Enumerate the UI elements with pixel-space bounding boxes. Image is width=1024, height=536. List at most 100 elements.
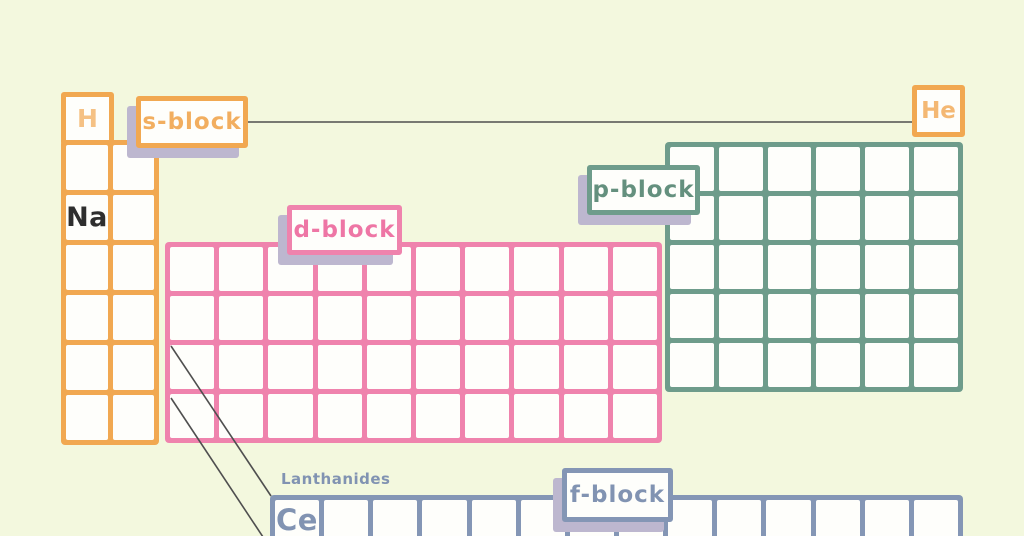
element-cell — [514, 247, 559, 291]
element-cell — [563, 296, 608, 340]
element-cell — [112, 145, 154, 190]
element-cell — [718, 147, 763, 191]
element-cell — [219, 296, 264, 340]
element-cell — [718, 196, 763, 240]
element-cell — [914, 343, 958, 387]
element-cell — [865, 245, 910, 289]
element-cell — [816, 147, 861, 191]
element-cell — [767, 343, 812, 387]
element-cell — [219, 247, 264, 291]
s-block-label: s-block — [136, 96, 248, 148]
element-cell — [563, 247, 608, 291]
f-block-label: f-block — [562, 468, 673, 522]
element-cell — [66, 395, 108, 440]
element-cell — [865, 343, 910, 387]
element-cell — [767, 147, 812, 191]
element-cell — [373, 500, 418, 536]
element-cell — [465, 345, 510, 389]
element-cell — [864, 500, 909, 536]
element-cell — [170, 247, 215, 291]
element-cell — [170, 296, 215, 340]
p-block-grid — [665, 142, 963, 392]
element-cell — [914, 245, 958, 289]
element-cell — [816, 245, 861, 289]
element-cell-hydrogen: H — [61, 92, 114, 145]
element-cell — [670, 245, 714, 289]
element-cell — [718, 343, 763, 387]
element-cell — [865, 294, 910, 338]
element-cell — [612, 345, 657, 389]
element-cell — [471, 500, 516, 536]
element-cell — [865, 147, 910, 191]
element-cell — [366, 296, 411, 340]
element-cell — [112, 195, 154, 240]
element-cell — [324, 500, 369, 536]
element-cell — [66, 145, 108, 190]
d-block-label: d-block — [287, 205, 402, 255]
element-cell — [416, 345, 461, 389]
element-cell-helium: He — [912, 85, 965, 137]
element-cell — [366, 345, 411, 389]
element-cell — [612, 296, 657, 340]
element-cell — [66, 295, 108, 340]
element-cell — [422, 500, 467, 536]
element-cell — [416, 247, 461, 291]
element-cell — [317, 394, 362, 438]
element-cell — [767, 196, 812, 240]
element-cell — [914, 196, 958, 240]
element-cell — [275, 500, 320, 536]
f-block-grid — [270, 495, 963, 536]
element-cell — [816, 294, 861, 338]
lanthanides-annotation: Lanthanides — [281, 470, 391, 488]
element-cell — [514, 345, 559, 389]
element-cell — [268, 296, 313, 340]
element-cell — [112, 395, 154, 440]
element-cell — [612, 247, 657, 291]
element-cell — [416, 394, 461, 438]
element-cell — [317, 345, 362, 389]
element-cell — [268, 394, 313, 438]
element-cell — [514, 394, 559, 438]
element-cell — [66, 245, 108, 290]
element-cell — [563, 394, 608, 438]
element-cell — [268, 345, 313, 389]
element-cell — [219, 394, 264, 438]
element-cell — [670, 343, 714, 387]
element-cell — [520, 500, 565, 536]
element-cell — [670, 294, 714, 338]
element-cell — [612, 394, 657, 438]
element-cell — [317, 296, 362, 340]
element-cell — [66, 345, 108, 390]
element-cell — [366, 394, 411, 438]
element-cell — [465, 247, 510, 291]
element-cell — [718, 294, 763, 338]
p-block-label: p-block — [587, 165, 700, 215]
element-cell — [816, 343, 861, 387]
element-cell — [416, 296, 461, 340]
element-cell — [767, 245, 812, 289]
element-cell — [66, 195, 108, 240]
element-cell — [816, 196, 861, 240]
element-cell — [767, 294, 812, 338]
element-cell — [465, 296, 510, 340]
element-cell — [865, 196, 910, 240]
element-cell — [170, 394, 215, 438]
element-cell — [718, 245, 763, 289]
element-cell — [112, 295, 154, 340]
element-cell — [514, 296, 559, 340]
element-cell — [717, 500, 762, 536]
d-block-grid — [165, 242, 662, 443]
element-cell — [563, 345, 608, 389]
element-cell — [170, 345, 215, 389]
element-cell — [465, 394, 510, 438]
element-symbol-he: He — [921, 98, 956, 124]
element-cell — [112, 345, 154, 390]
element-cell — [815, 500, 860, 536]
element-symbol-h: H — [77, 104, 98, 133]
element-cell — [219, 345, 264, 389]
element-cell — [914, 294, 958, 338]
element-cell — [668, 500, 713, 536]
element-cell — [766, 500, 811, 536]
